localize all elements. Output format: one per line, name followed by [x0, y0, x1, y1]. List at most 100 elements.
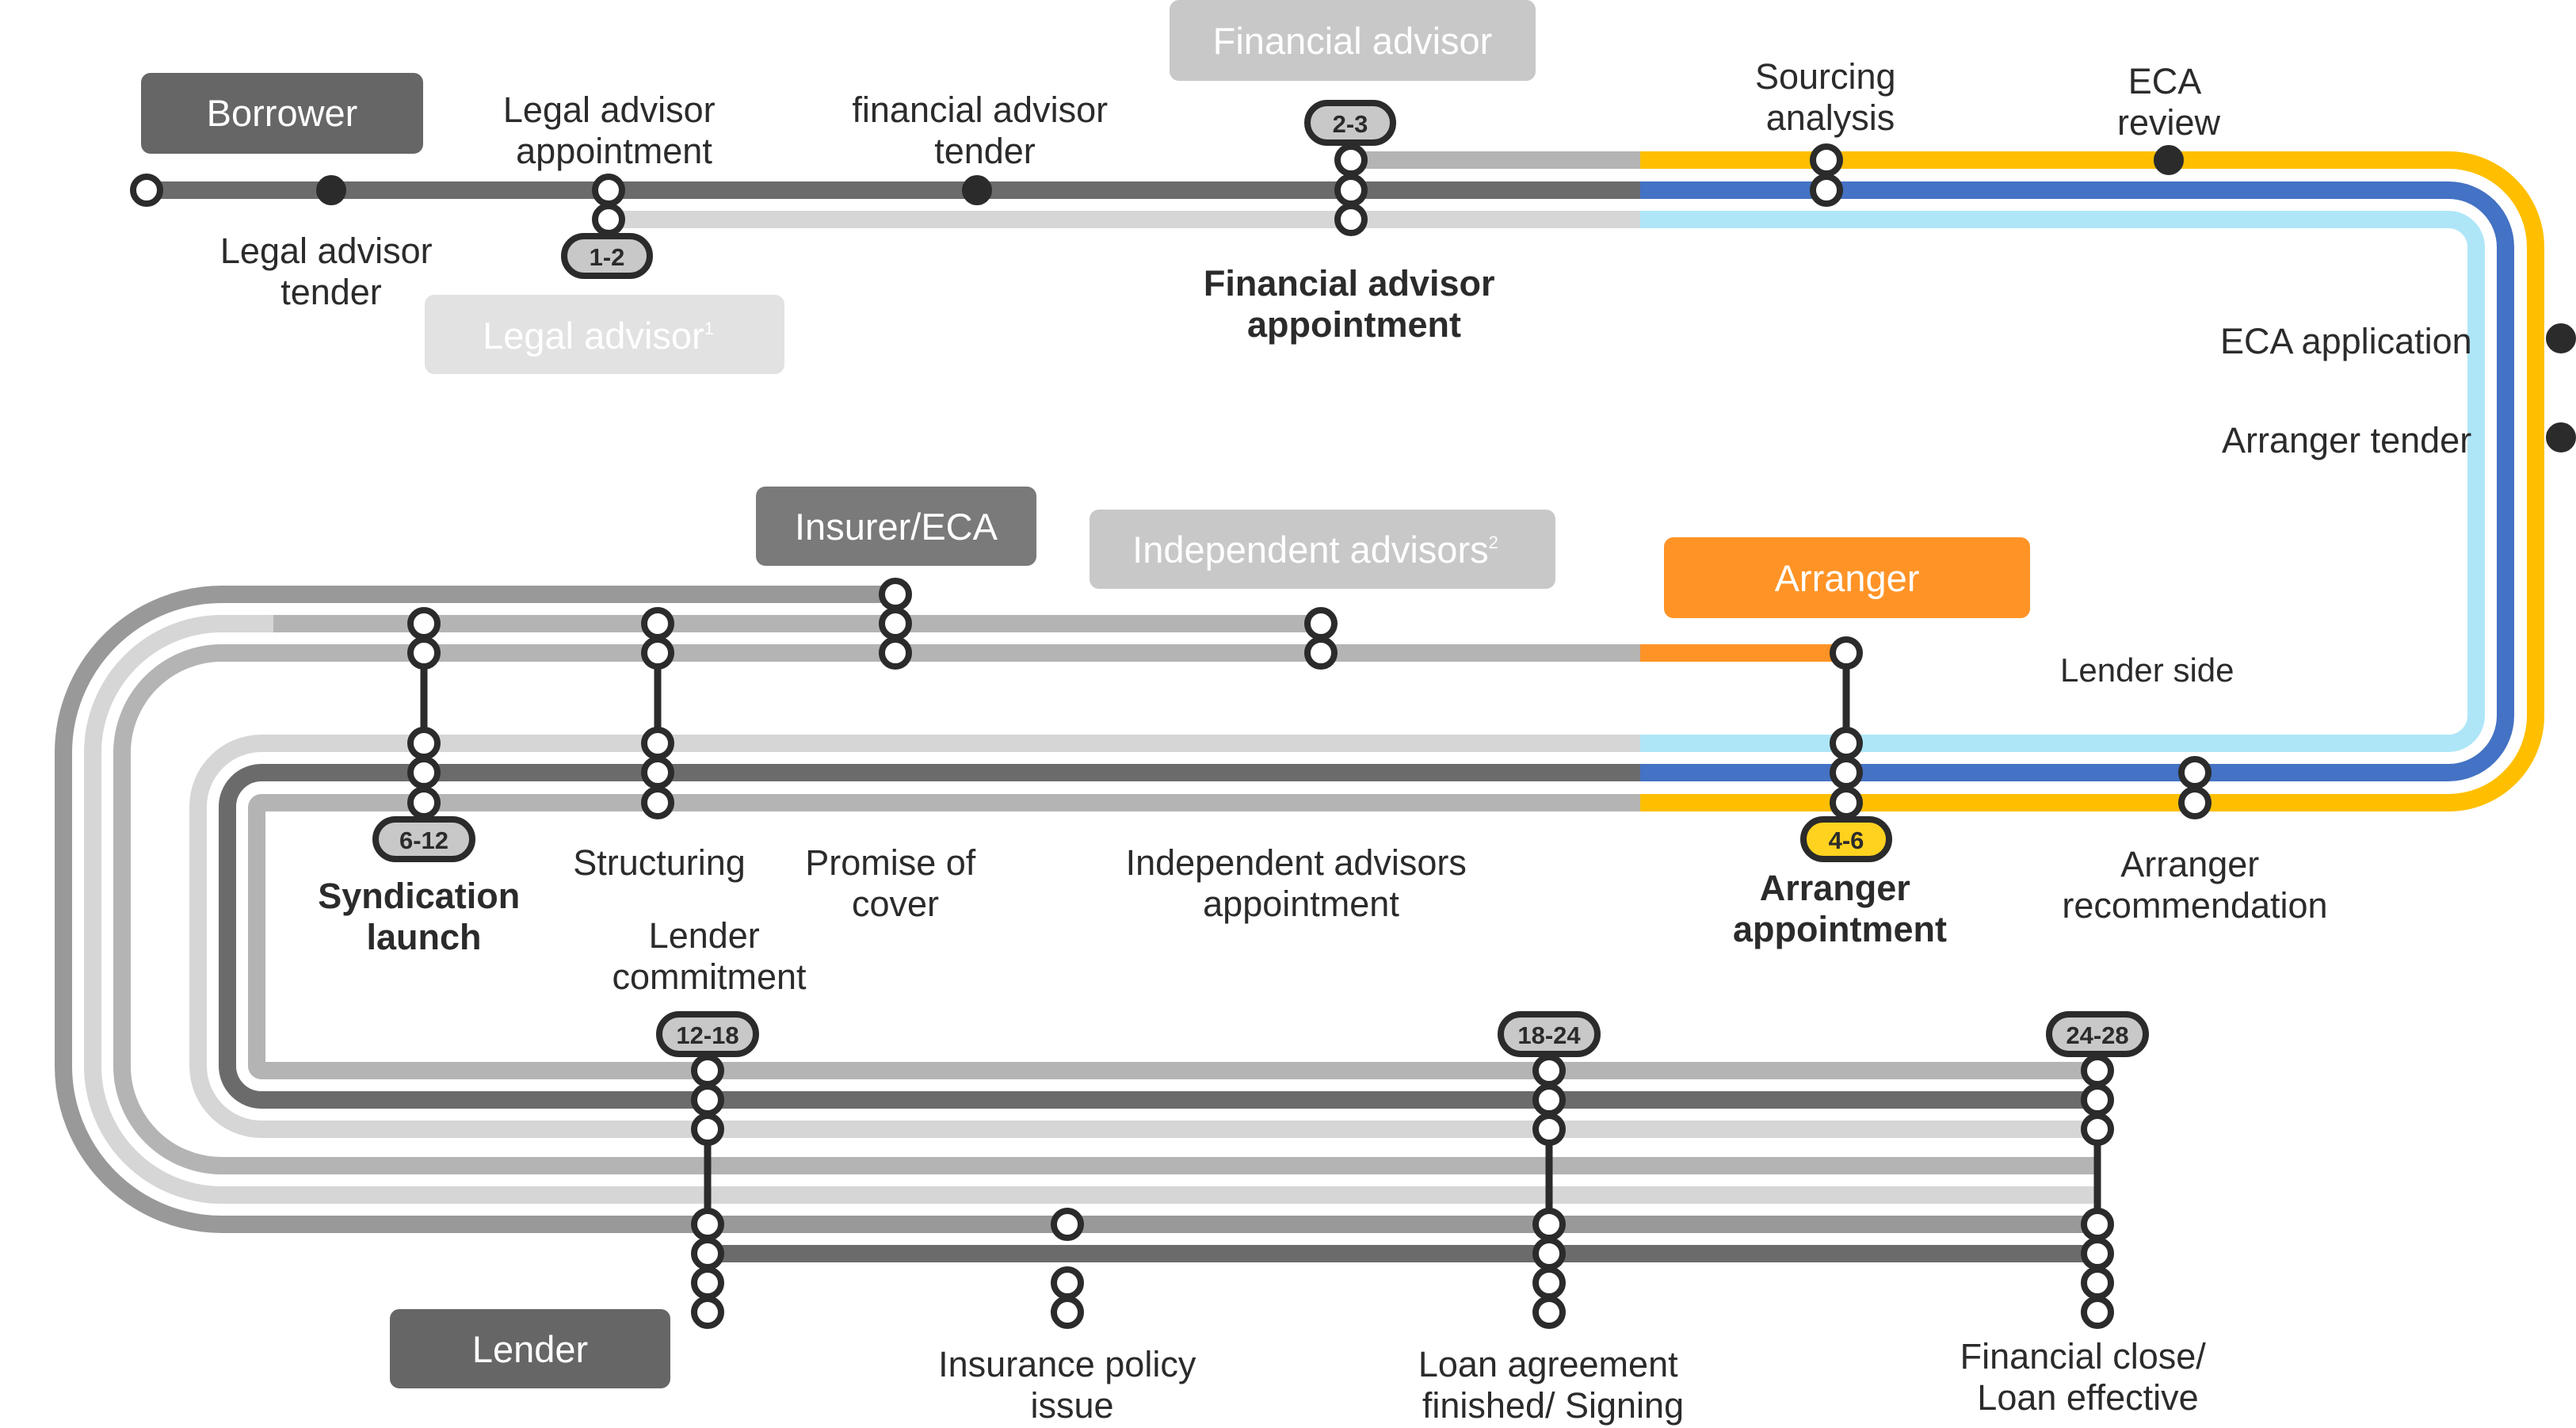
- inner-loop-1: [189, 735, 2100, 1138]
- station-insurance-policy-3: [1051, 1296, 1084, 1329]
- timing-label: 1-2: [590, 243, 625, 271]
- station-syndication-5: [407, 786, 441, 819]
- station-financial-close-1: [2081, 1054, 2114, 1087]
- timing-pill-12-18: 12-18: [656, 1011, 759, 1057]
- metro-lines: [55, 151, 2544, 1262]
- station-structuring-3: [641, 727, 674, 760]
- station-financial-advisor-appointment-3: [1334, 203, 1368, 236]
- arranger-blue-line: [1640, 181, 2514, 781]
- label-legal-advisor-tender: Legal advisor tender: [220, 231, 442, 312]
- timing-label: 6-12: [399, 827, 448, 854]
- light-blue-line: [1640, 211, 2485, 752]
- station-syndication-1: [407, 607, 441, 640]
- label-arranger-appointment: Arranger appointment: [1733, 868, 1947, 949]
- label-eca-application: ECA application: [2220, 321, 2472, 361]
- label-legal-advisor-appointment: Legal advisor appointment: [503, 90, 725, 171]
- label-loan-agreement: Loan agreement finished/ Signing: [1418, 1344, 1688, 1426]
- station-financial-advisor-tender: [962, 175, 992, 205]
- label-eca-review: ECA review: [2117, 61, 2221, 143]
- timing-pills: 1-2 2-3 4-6 6-12 12-18 18-24 24-28: [372, 100, 2149, 1057]
- station-insurance-policy-2: [1051, 1266, 1084, 1300]
- station-structuring-5: [641, 786, 674, 819]
- timing-pill-24-28: 24-28: [2046, 1011, 2149, 1057]
- station-legal-advisor-appointment-2: [592, 203, 625, 236]
- outer-loop-2: [84, 615, 2100, 1204]
- station-borrower-start: [130, 174, 163, 207]
- station-financial-close-4: [2081, 1208, 2114, 1241]
- label-insurance-policy-issue: Insurance policy issue: [938, 1344, 1206, 1426]
- timing-label: 2-3: [1333, 110, 1368, 138]
- station-financial-close-2: [2081, 1083, 2114, 1117]
- label-financial-close: Financial close/ Loan effective: [1960, 1336, 2216, 1418]
- timing-label: 18-24: [1517, 1021, 1581, 1049]
- station-loan-agreement-4: [1532, 1208, 1566, 1241]
- timing-pill-2-3: 2-3: [1304, 100, 1396, 146]
- independent-advisors-box: Independent advisors2: [1090, 510, 1555, 589]
- borrower-box: Borrower: [141, 73, 423, 154]
- station-independent-advisors-1: [1304, 607, 1338, 640]
- timing-pill-6-12: 6-12: [372, 816, 475, 862]
- station-arranger-recommendation-2: [2178, 786, 2212, 819]
- station-syndication-2: [407, 636, 441, 670]
- insurer-eca-box: Insurer/ECA: [756, 487, 1036, 566]
- station-eca-application: [2546, 323, 2576, 353]
- station-syndication-4: [407, 756, 441, 789]
- station-promise-of-cover-1: [879, 578, 912, 611]
- label-lender-commitment: Lender commitment: [612, 915, 807, 997]
- party-boxes: Borrower Financial advisor Legal advisor…: [141, 0, 2030, 1388]
- station-arranger-appointment-2: [1830, 727, 1863, 760]
- outer-loop-3: [113, 644, 2100, 1174]
- station-lender-commitment-1: [691, 1054, 724, 1087]
- station-financial-close-7: [2081, 1296, 2114, 1329]
- timing-label: 4-6: [1829, 827, 1864, 854]
- station-financial-advisor-appointment-1: [1334, 143, 1368, 177]
- station-insurance-policy-1: [1051, 1208, 1084, 1241]
- station-structuring-2: [641, 636, 674, 670]
- outer-loop-1: [55, 586, 2100, 1233]
- station-lender-commitment-2: [691, 1083, 724, 1117]
- arranger-box: Arranger: [1664, 537, 2030, 618]
- station-structuring-1: [641, 607, 674, 640]
- label-structuring: Structuring: [573, 842, 746, 883]
- timing-pill-4-6: 4-6: [1800, 816, 1892, 862]
- station-loan-agreement-2: [1532, 1083, 1566, 1117]
- station-lender-commitment-3: [691, 1113, 724, 1146]
- independent-advisors-label: Independent advisors2: [1132, 529, 1498, 571]
- station-lender-commitment-5: [691, 1237, 724, 1270]
- station-loan-agreement-6: [1532, 1266, 1566, 1300]
- label-financial-advisor-appointment: Financial advisor appointment: [1204, 263, 1505, 345]
- label-financial-advisor-tender: financial advisor tender: [852, 90, 1117, 171]
- label-lender-side: Lender side: [2060, 651, 2234, 689]
- station-sourcing-analysis-1: [1810, 143, 1843, 177]
- insurer-eca-label: Insurer/ECA: [795, 506, 998, 548]
- station-financial-close-6: [2081, 1266, 2114, 1300]
- legal-advisor-box: Legal advisor1: [425, 295, 784, 374]
- station-legal-advisor-appointment-1: [592, 174, 625, 207]
- station-lender-commitment-6: [691, 1266, 724, 1300]
- station-loan-agreement-5: [1532, 1237, 1566, 1270]
- timing-label: 12-18: [676, 1021, 738, 1049]
- label-arranger-recommendation: Arranger recommendation: [2062, 844, 2327, 926]
- station-structuring-4: [641, 756, 674, 789]
- label-syndication-launch: Syndication launch: [318, 876, 530, 957]
- stations: [130, 143, 2576, 1329]
- station-syndication-3: [407, 727, 441, 760]
- timing-pill-1-2: 1-2: [561, 233, 653, 279]
- station-promise-of-cover-2: [879, 607, 912, 640]
- station-loan-agreement-1: [1532, 1054, 1566, 1087]
- inner-loop-2: [219, 764, 2100, 1109]
- station-arranger-appointment-3: [1830, 756, 1863, 789]
- timing-label: 24-28: [2066, 1021, 2128, 1049]
- timing-pill-18-24: 18-24: [1498, 1011, 1601, 1057]
- station-arranger-recommendation-1: [2178, 756, 2212, 789]
- station-lender-commitment-4: [691, 1208, 724, 1241]
- station-arranger-appointment-1: [1830, 636, 1863, 670]
- label-arranger-tender: Arranger tender: [2222, 420, 2471, 460]
- label-sourcing-analysis: Sourcing analysis: [1755, 56, 1906, 138]
- station-labels: Legal advisor tender Legal advisor appoi…: [220, 56, 2472, 1426]
- station-arranger-tender: [2546, 422, 2576, 452]
- station-arranger-appointment-4: [1830, 786, 1863, 819]
- station-lender-commitment-7: [691, 1296, 724, 1329]
- legal-advisor-label: Legal advisor1: [483, 315, 714, 357]
